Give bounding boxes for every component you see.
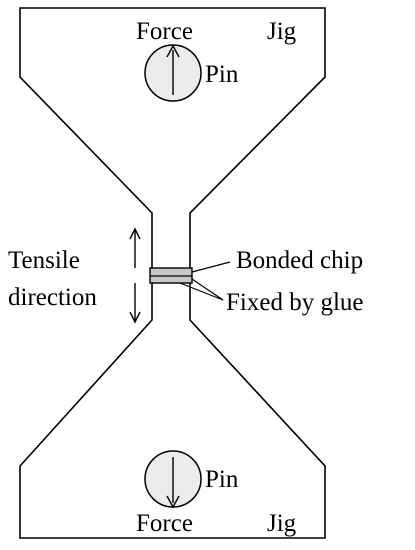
tensile-arrow-up-head (129, 227, 141, 240)
leader-line-bonded-chip (191, 261, 231, 273)
label-fixed-by-glue: Fixed by glue (226, 289, 364, 316)
label-force-top: Force (136, 18, 193, 45)
jig-outline-right (171, 7, 326, 539)
label-jig-top: Jig (267, 18, 297, 45)
force-arrow-down-head (166, 495, 180, 509)
tensile-arrow-down-head (129, 311, 141, 324)
label-direction: direction (8, 284, 97, 311)
label-force-bottom: Force (136, 510, 193, 537)
label-bonded-chip: Bonded chip (236, 247, 363, 274)
label-pin-bottom: Pin (205, 466, 239, 493)
label-pin-top: Pin (205, 61, 239, 88)
leader-line-glue-lower (179, 282, 224, 301)
force-arrow-up-head (166, 44, 180, 58)
jig-outline-left (19, 7, 171, 539)
label-tensile: Tensile (8, 247, 80, 274)
leader-line-glue-upper (191, 278, 224, 301)
label-jig-bottom: Jig (267, 510, 297, 537)
